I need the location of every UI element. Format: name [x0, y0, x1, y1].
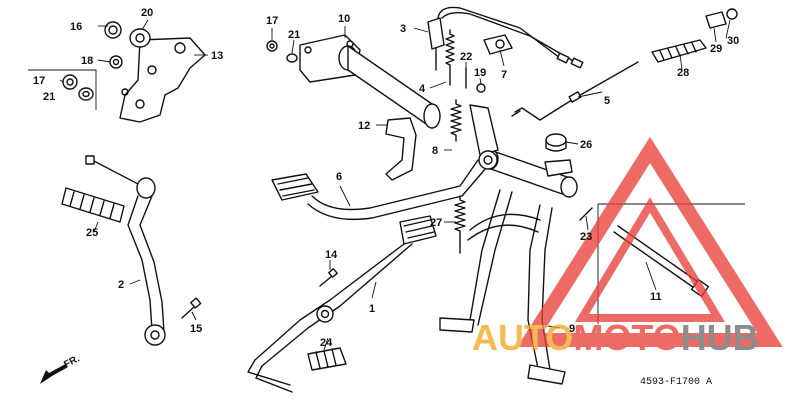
spring-8 [450, 99, 462, 142]
part-label-21b: 21 [43, 91, 55, 103]
front-direction-label: FR. [62, 353, 82, 370]
shift-lever-2 [85, 155, 166, 346]
rubber-grip-25 [61, 187, 125, 223]
nut-18 [109, 55, 123, 69]
part-label-15: 15 [190, 323, 202, 335]
nut-17-left [62, 74, 78, 90]
part-label-7: 7 [501, 69, 507, 81]
part-label-18: 18 [81, 55, 93, 67]
part-number-labels: 1 2 3 4 5 6 7 8 9 10 11 12 13 14 15 16 1… [33, 7, 739, 349]
nut-17-top [266, 40, 278, 52]
part-label-9: 9 [569, 323, 575, 335]
diagram-reference-code: 4593-F1700 A [640, 377, 712, 388]
watermark-triangle-icon [517, 136, 783, 347]
part-label-17a: 17 [266, 15, 278, 27]
watermark-text-auto: AUTOMOTOHUB [472, 317, 759, 358]
part-label-21a: 21 [288, 29, 300, 41]
part-label-8: 8 [432, 145, 438, 157]
part-label-2: 2 [118, 279, 124, 291]
ring-30 [726, 8, 738, 20]
washer-21-top [286, 53, 298, 63]
brake-pedal-6 [271, 150, 498, 221]
spring-4 [445, 29, 455, 86]
bolt-14 [319, 268, 338, 287]
part-label-11: 11 [650, 291, 662, 303]
flange-nut-16 [104, 21, 122, 39]
cap-29 [705, 11, 727, 29]
part-label-6: 6 [336, 171, 342, 183]
watermark-logo: AUTOMOTOHUB [472, 136, 783, 358]
part-label-22: 22 [460, 51, 472, 63]
part-label-23: 23 [580, 231, 592, 243]
part-label-3: 3 [400, 23, 406, 35]
cable-5 [511, 61, 639, 121]
bolt-15 [181, 297, 202, 319]
stand-switch-3 [427, 6, 584, 71]
part-label-16: 16 [70, 21, 82, 33]
part-label-27: 27 [430, 217, 442, 229]
stopper-cap-26 [545, 133, 567, 152]
rubber-grip-28 [651, 39, 707, 63]
part-label-4: 4 [419, 83, 426, 95]
bolt-23 [579, 207, 593, 221]
bracket-plate-13 [119, 37, 206, 123]
washer-19 [476, 83, 486, 93]
part-label-19: 19 [474, 67, 486, 79]
part-label-20: 20 [141, 7, 153, 19]
washer-21-left [78, 87, 94, 101]
part-label-28: 28 [677, 67, 689, 79]
side-stand-lever-1 [247, 215, 437, 393]
pivot-shaft-10 [299, 34, 441, 129]
part-label-26: 26 [580, 139, 592, 151]
part-label-14: 14 [325, 249, 338, 261]
part-label-17b: 17 [33, 75, 45, 87]
front-direction-arrow-icon: FR. [40, 353, 82, 384]
part-label-30: 30 [727, 35, 739, 47]
part-label-5: 5 [604, 95, 610, 107]
part-label-12: 12 [358, 120, 370, 132]
part-label-29: 29 [710, 43, 722, 55]
part-label-25: 25 [86, 227, 98, 239]
washer-20 [129, 28, 151, 48]
bracket-12 [385, 117, 417, 181]
part-label-10: 10 [338, 13, 350, 25]
part-label-1: 1 [369, 303, 375, 315]
part-label-24: 24 [320, 337, 333, 349]
rubber-grip-24 [307, 347, 347, 371]
clamp-7 [483, 34, 513, 55]
part-label-13: 13 [211, 50, 223, 62]
spring-27 [454, 195, 466, 254]
